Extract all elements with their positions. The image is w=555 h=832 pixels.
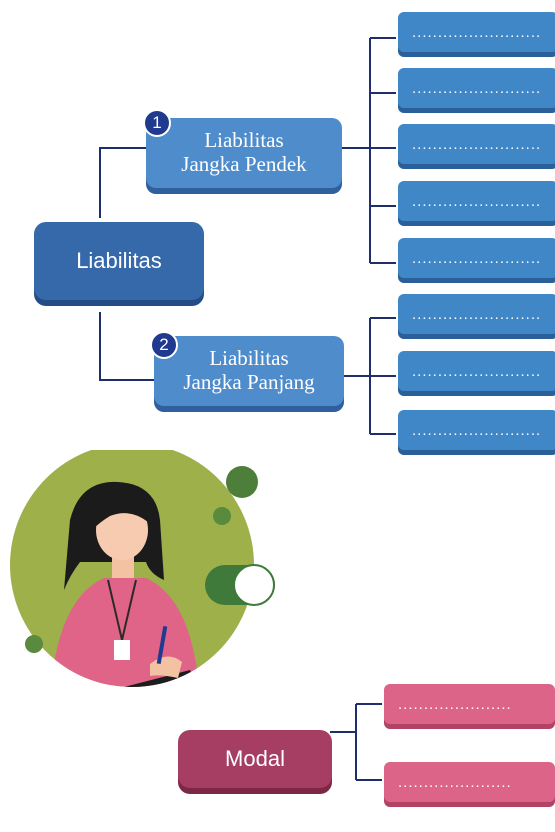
equity-item: ...................... [384,762,555,802]
short-term-line1: Liabilitas [204,128,284,153]
modal-node: Modal [178,730,332,788]
short-term-item: ......................... [398,181,555,221]
long-term-item: ......................... [398,351,555,391]
long-term-item: ......................... [398,294,555,334]
liabilitas-label: Liabilitas [76,248,162,273]
short-term-item: ......................... [398,12,555,52]
long-term-line1: Liabilitas [209,346,289,371]
long-term-line2: Jangka Panjang [183,370,315,394]
modal-label: Modal [225,746,285,771]
short-term-item: ......................... [398,124,555,164]
number-badge-2: 2 [150,331,178,359]
liabilitas-node: Liabilitas [34,222,204,300]
number-badge-1: 1 [143,109,171,137]
student-illustration [10,450,275,687]
short-term-item: ......................... [398,238,555,278]
short-term-item: ......................... [398,68,555,108]
equity-item: ...................... [384,684,555,724]
long-term-item: ......................... [398,410,555,450]
short-term-node: Liabilitas Jangka Pendek [146,118,342,188]
short-term-line2: Jangka Pendek [181,152,307,176]
long-term-node: Liabilitas Jangka Panjang [154,336,344,406]
